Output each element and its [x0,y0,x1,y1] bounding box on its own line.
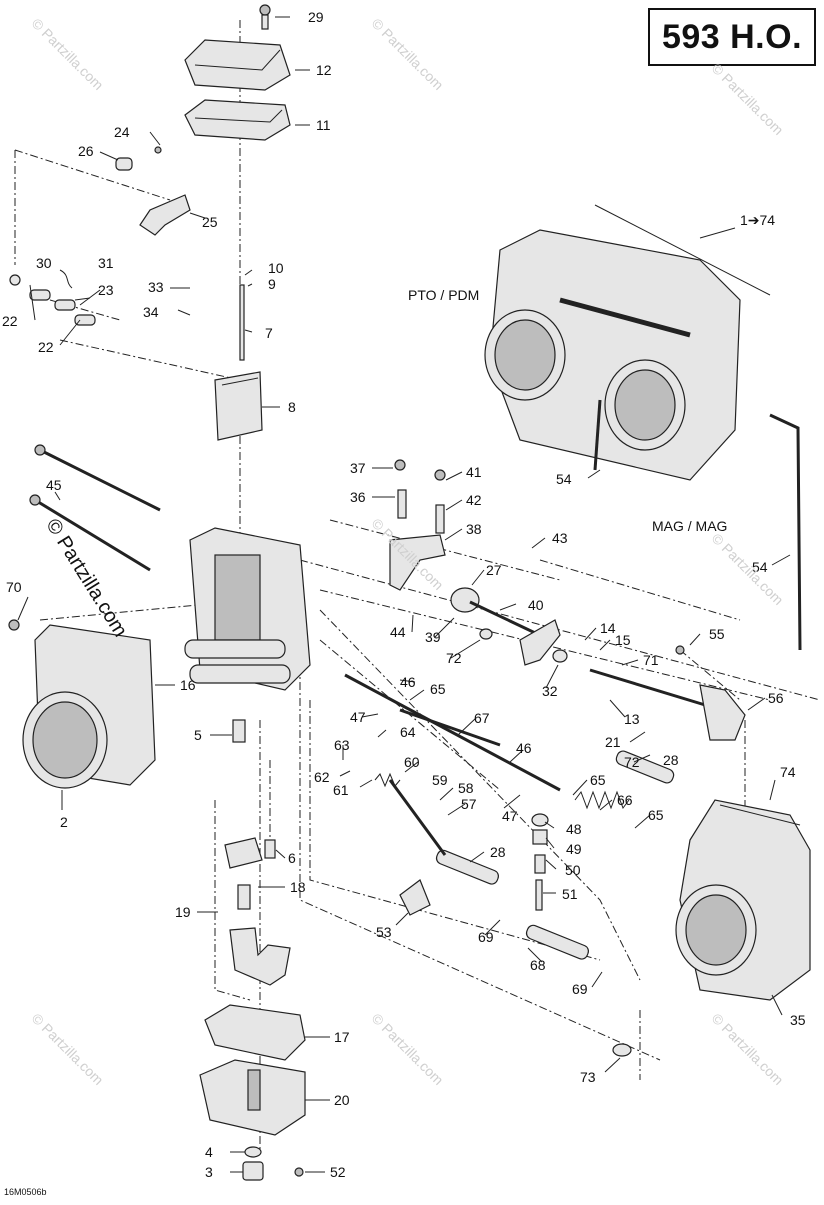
callout-31[interactable]: 31 [98,255,114,271]
callout-68[interactable]: 68 [530,957,546,973]
callout-59[interactable]: 59 [432,772,448,788]
callout-57[interactable]: 57 [461,796,477,812]
callout-3[interactable]: 3 [205,1164,213,1180]
callout-54a[interactable]: 54 [556,471,572,487]
callout-69b[interactable]: 69 [572,981,588,997]
callout-4[interactable]: 4 [205,1144,213,1160]
callout-41[interactable]: 41 [466,464,482,480]
callout-60[interactable]: 60 [404,754,420,770]
callout-18[interactable]: 18 [290,879,306,895]
callout-71[interactable]: 71 [643,652,659,668]
callout-13[interactable]: 13 [624,711,640,727]
drawing-code: 16M0506b [4,1187,47,1197]
callout-24[interactable]: 24 [114,124,130,140]
callout-10[interactable]: 10 [268,260,284,276]
callout-11[interactable]: 11 [316,117,331,133]
callout-56[interactable]: 56 [768,690,784,706]
callout-64[interactable]: 64 [400,724,416,740]
callout-33[interactable]: 33 [148,279,164,295]
callout-17[interactable]: 17 [334,1029,350,1045]
callout-46b[interactable]: 46 [516,740,532,756]
callout-40[interactable]: 40 [528,597,544,613]
callout-9[interactable]: 9 [268,276,276,292]
callout-38[interactable]: 38 [466,521,482,537]
callout-65a[interactable]: 65 [430,681,446,697]
callout-34[interactable]: 34 [143,304,159,320]
callout-50[interactable]: 50 [565,862,581,878]
callout-72a[interactable]: 72 [446,650,462,666]
callout-37[interactable]: 37 [350,460,366,476]
callout-6[interactable]: 6 [288,850,296,866]
callout-65c[interactable]: 65 [648,807,664,823]
callout-16[interactable]: 16 [180,677,196,693]
callout-32[interactable]: 32 [542,683,558,699]
callout-58[interactable]: 58 [458,780,474,796]
callout-54b[interactable]: 54 [752,559,768,575]
callout-69a[interactable]: 69 [478,929,494,945]
callout-47a[interactable]: 47 [350,709,366,725]
callout-22a[interactable]: 22 [2,313,18,329]
callout-30[interactable]: 30 [36,255,52,271]
model-title-box: 593 H.O. [648,8,816,66]
callout-53[interactable]: 53 [376,924,392,940]
callout-28b[interactable]: 28 [490,844,506,860]
callout-49[interactable]: 49 [566,841,582,857]
callout-28a[interactable]: 28 [663,752,679,768]
model-title: 593 H.O. [661,17,803,56]
callout-73[interactable]: 73 [580,1069,596,1085]
callout-43[interactable]: 43 [552,530,568,546]
callout-48[interactable]: 48 [566,821,582,837]
callout-62[interactable]: 62 [314,769,330,785]
callout-25[interactable]: 25 [202,214,218,230]
callout-65b[interactable]: 65 [590,772,606,788]
callout-51[interactable]: 51 [562,886,578,902]
callout-36[interactable]: 36 [350,489,366,505]
callout-66[interactable]: 66 [617,792,633,808]
callout-27[interactable]: 27 [486,562,502,578]
callout-7[interactable]: 7 [265,325,273,341]
callout-8[interactable]: 8 [288,399,296,415]
mag-label: MAG / MAG [652,518,728,534]
callout-19[interactable]: 19 [175,904,191,920]
callout-12[interactable]: 12 [316,62,332,78]
callout-26[interactable]: 26 [78,143,94,159]
callout-14[interactable]: 14 [600,620,616,636]
pto-label: PTO / PDM [408,287,480,303]
callout-22b[interactable]: 22 [38,339,54,355]
callout-47b[interactable]: 47 [502,808,518,824]
callout-61[interactable]: 61 [333,782,349,798]
callout-44[interactable]: 44 [390,624,406,640]
callout-35[interactable]: 35 [790,1012,806,1028]
callout-39[interactable]: 39 [425,629,441,645]
callout-2[interactable]: 2 [60,814,68,830]
callout-45[interactable]: 45 [46,477,62,493]
callout-67[interactable]: 67 [474,710,490,726]
callout-63[interactable]: 63 [334,737,350,753]
assembly-range-label: 1➔74 [740,212,776,228]
callout-55[interactable]: 55 [709,626,725,642]
callout-74[interactable]: 74 [780,764,796,780]
callout-21[interactable]: 21 [605,734,621,750]
callout-20[interactable]: 20 [334,1092,350,1108]
callout-5[interactable]: 5 [194,727,202,743]
callout-15[interactable]: 15 [615,632,631,648]
callout-52[interactable]: 52 [330,1164,346,1180]
callout-23[interactable]: 23 [98,282,114,298]
callout-72b[interactable]: 72 [624,754,640,770]
callout-46a[interactable]: 46 [400,674,416,690]
callout-29[interactable]: 29 [308,9,324,25]
callout-42[interactable]: 42 [466,492,482,508]
callout-70[interactable]: 70 [6,579,22,595]
